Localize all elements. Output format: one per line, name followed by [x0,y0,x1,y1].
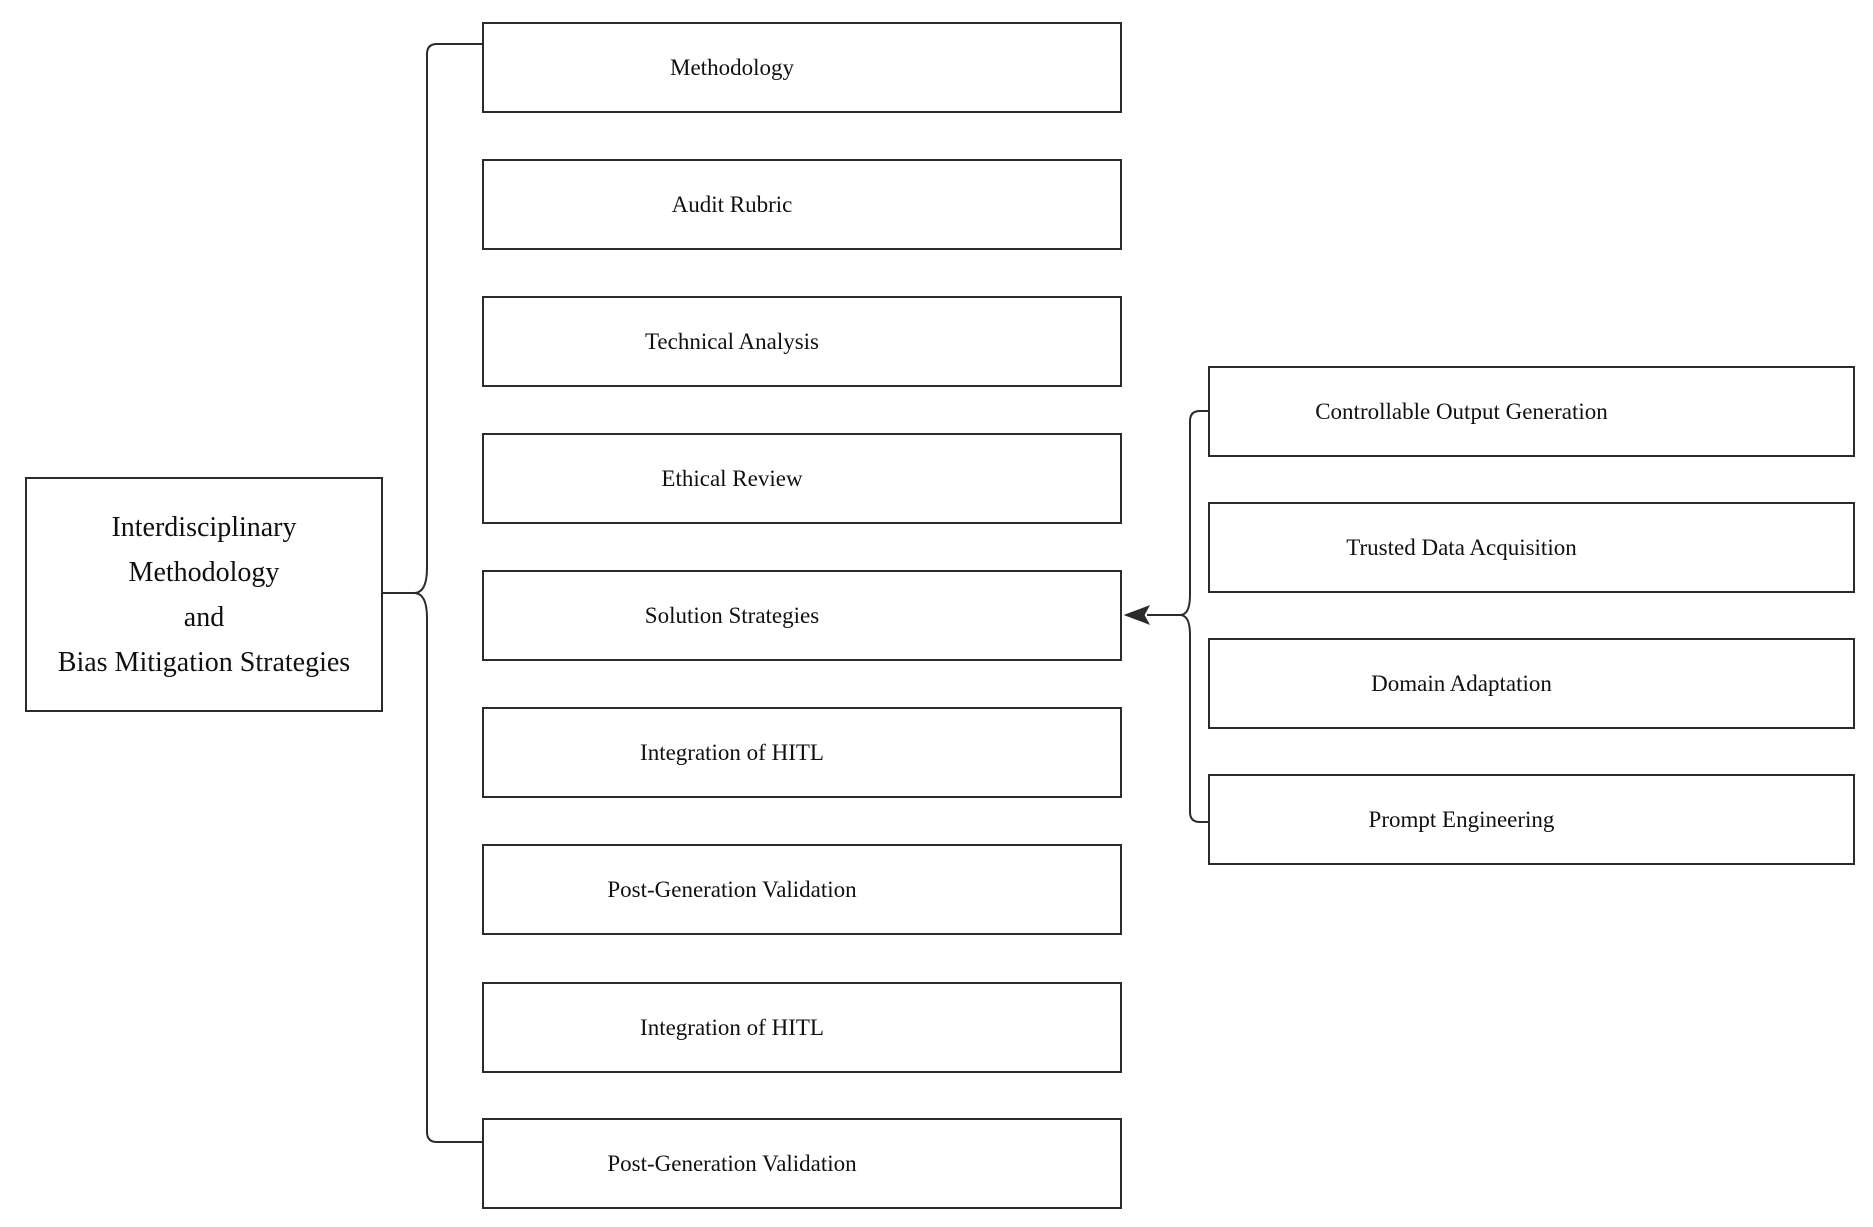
node-integration-of-hitl-2: Integration of HITL [482,982,1122,1073]
node-methodology: Methodology [482,22,1122,113]
node-controllable-output-generation: Controllable Output Generation [1208,366,1855,457]
left-brace-connector [414,43,482,1143]
node-root-interdisciplinary-methodology: Interdisciplinary Methodology and Bias M… [25,477,383,712]
node-audit-rubric: Audit Rubric [482,159,1122,250]
node-domain-adaptation: Domain Adaptation [1208,638,1855,729]
node-solution-strategies: Solution Strategies [482,570,1122,661]
node-post-generation-validation-2: Post-Generation Validation [482,1118,1122,1209]
node-integration-of-hitl-1: Integration of HITL [482,707,1122,798]
node-post-generation-validation-1: Post-Generation Validation [482,844,1122,935]
node-technical-analysis: Technical Analysis [482,296,1122,387]
node-trusted-data-acquisition: Trusted Data Acquisition [1208,502,1855,593]
right-bracket-connector [1179,410,1208,823]
node-ethical-review: Ethical Review [482,433,1122,524]
arrowhead-left-icon [1123,605,1151,625]
node-prompt-engineering: Prompt Engineering [1208,774,1855,865]
